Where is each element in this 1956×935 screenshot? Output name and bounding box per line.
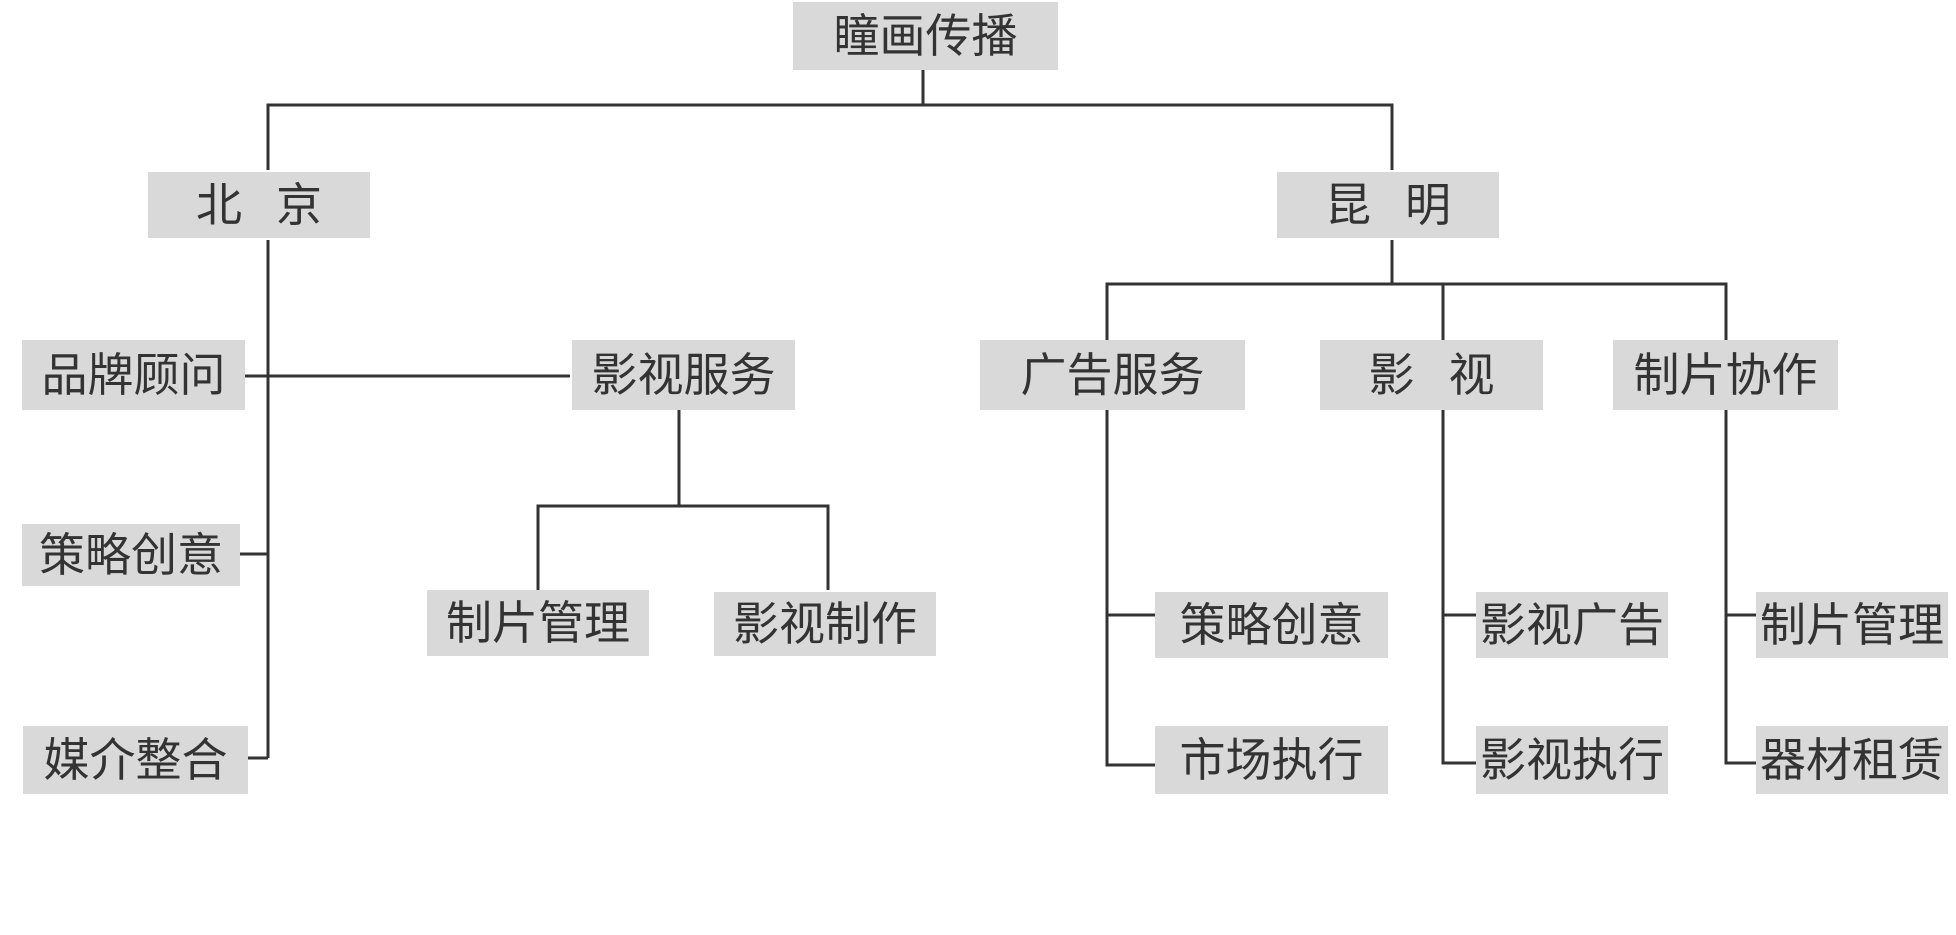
- node-film-service: 影视服务: [572, 340, 795, 410]
- node-brand-consulting: 品牌顾问: [22, 340, 245, 410]
- node-beijing: 北京: [148, 172, 370, 238]
- node-ad-service: 广告服务: [980, 340, 1245, 410]
- connector-ad-service-children: [1105, 410, 1155, 767]
- node-film-production: 影视制作: [714, 592, 936, 656]
- connector-film-children: [1441, 410, 1476, 765]
- node-strategy-creative-beijing: 策略创意: [22, 524, 240, 586]
- node-equipment-rental: 器材租赁: [1756, 726, 1948, 794]
- node-kunming: 昆明: [1277, 172, 1499, 238]
- node-production-cooperation: 制片协作: [1613, 340, 1838, 410]
- connector-production-children: [1724, 410, 1756, 765]
- node-strategy-creative-kunming: 策略创意: [1155, 592, 1388, 658]
- node-film-advertising: 影视广告: [1476, 592, 1668, 658]
- connector-film-service-children: [536, 410, 830, 590]
- connector-root-to-cities: [266, 70, 1394, 170]
- node-market-execution: 市场执行: [1155, 726, 1388, 794]
- node-production-management-beijing: 制片管理: [427, 590, 649, 656]
- node-media-integration: 媒介整合: [23, 726, 248, 794]
- connector-kunming-children: [1105, 240, 1728, 340]
- node-root: 瞳画传播: [793, 2, 1058, 70]
- node-film-execution: 影视执行: [1476, 726, 1668, 794]
- node-film: 影视: [1320, 340, 1543, 410]
- node-production-management-kunming: 制片管理: [1756, 592, 1948, 658]
